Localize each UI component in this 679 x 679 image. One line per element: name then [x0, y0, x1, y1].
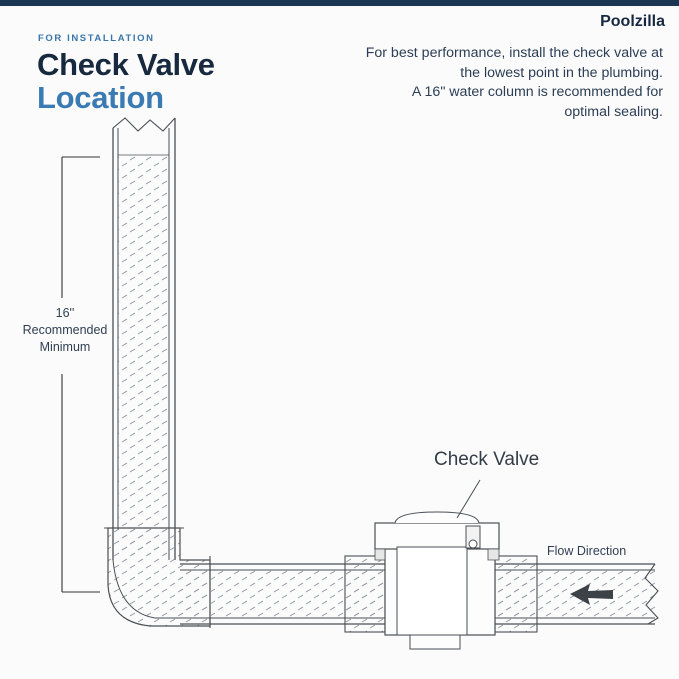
header-bar [0, 0, 679, 6]
measurement-value: 16'' [55, 306, 75, 320]
measurement-line1: Recommended [22, 323, 108, 337]
check-valve-flapper [396, 546, 468, 636]
flow-direction-label: Flow Direction [547, 544, 627, 558]
description-text: For best performance, install the check … [303, 44, 663, 122]
brand-logo: Poolzilla [600, 13, 665, 30]
check-valve-label: Check Valve [434, 449, 540, 470]
right-coupling [494, 555, 538, 633]
check-valve-flange-right [487, 548, 500, 561]
measurement-line2: Minimum [39, 340, 91, 354]
description-line: the lowest point in the plumbing. [460, 64, 663, 81]
vertical-pipe-water [118, 155, 169, 555]
flow-direction-arrow [570, 584, 613, 605]
check-valve-flange-left [374, 548, 386, 561]
description-line: optimal sealing. [564, 103, 663, 120]
elbow-inner-curve [112, 559, 180, 619]
check-valve-hinge [468, 539, 478, 549]
pipe-break-line-right [644, 563, 659, 625]
measurement-label: 16'' Recommended Minimum [10, 305, 120, 356]
description-line: A 16" water column is recommended for [411, 84, 663, 100]
description-line: For best performance, install the check … [365, 45, 663, 61]
page-title-line1: Check Valve [37, 47, 215, 82]
page-title-line2: Location [37, 80, 164, 115]
pipe-break-line [112, 117, 176, 132]
left-coupling [344, 555, 386, 633]
eyebrow-label: FOR INSTALLATION [38, 33, 155, 44]
check-valve-dome [394, 511, 480, 524]
valve-callout-leader [456, 479, 481, 519]
check-valve-bottom-stub [409, 634, 461, 650]
